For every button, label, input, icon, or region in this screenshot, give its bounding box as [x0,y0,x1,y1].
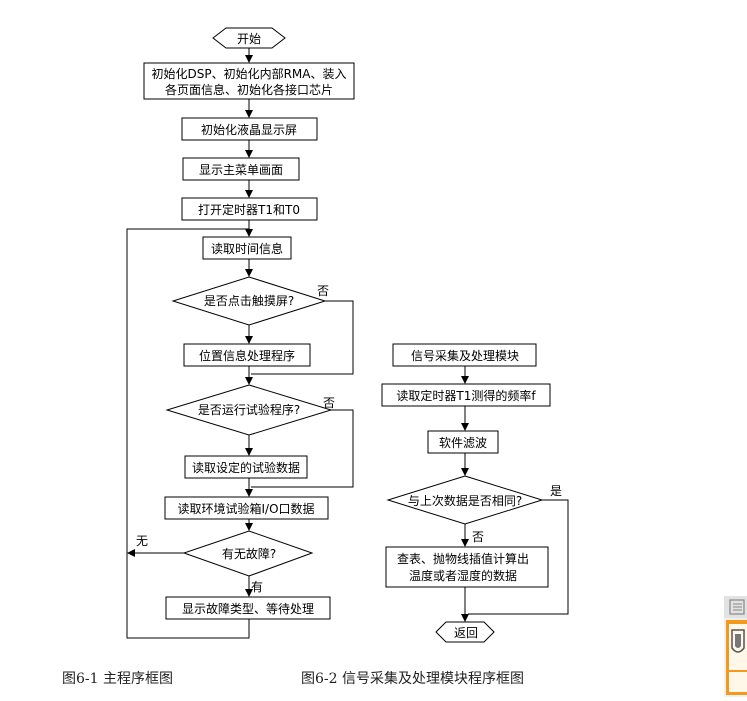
read-io-label: 读取环境试验箱I/O口数据 [177,501,314,516]
lookup-label-line2: 温度或者湿度的数据 [409,568,517,583]
touch-no-label: 否 [317,284,329,298]
side-app-widget[interactable] [724,596,747,697]
run-question: 是否运行试验程序? [198,402,300,417]
pos-proc-label: 位置信息处理程序 [199,348,295,363]
pos-proc-box [183,343,311,367]
read-settings-label: 读取设定的试验数据 [192,460,300,475]
signal-module-text: 信号采集及处理模块 读取定时器T1测得的频率f 软件滤波 与上次数据是否相同? … [396,348,562,640]
start-terminator [212,27,286,49]
read-time-box [202,236,292,260]
start-label: 开始 [237,32,261,46]
lookup-box [385,546,549,588]
module-label: 信号采集及处理模块 [411,348,519,363]
main-program-flowchart [126,27,355,639]
fault-none-label: 无 [136,534,148,548]
read-io-box [164,496,329,520]
filter-box [427,430,499,454]
init-box [143,62,355,100]
run-no-label: 否 [323,396,335,410]
show-menu-box [182,157,300,181]
main-program-text: 开始 初始化DSP、初始化内部RMA、装入 各页面信息、初始化各接口芯片 初始化… [136,32,347,616]
open-timers-label: 打开定时器T1和T0 [198,202,300,217]
touch-question: 是否点击触摸屏? [204,294,294,308]
figure-6-1-caption: 图6-1 主程序框图 [62,671,173,687]
same-question: 与上次数据是否相同? [408,493,522,508]
fault-question: 有无故障? [222,546,276,561]
signal-module-flowchart [381,343,569,643]
lookup-label-line1: 查表、抛物线插值计算出 [397,551,529,566]
init-label-line2: 各页面信息、初始化各接口芯片 [165,82,333,97]
fault-yes-label: 有 [251,580,263,594]
read-time-label: 读取时间信息 [211,241,283,256]
show-fault-box [165,596,331,620]
read-freq-label: 读取定时器T1测得的频率f [396,388,536,403]
same-yes-label: 是 [550,484,562,498]
document-app-icon [729,599,745,615]
show-fault-label: 显示故障类型、等待处理 [182,601,314,616]
figure-6-2-caption: 图6-2 信号采集及处理模块程序框图 [301,671,524,687]
read-settings-box [184,455,308,479]
init-lcd-label: 初始化液晶显示屏 [201,122,297,137]
read-freq-box [381,383,551,407]
init-label-line1: 初始化DSP、初始化内部RMA、装入 [152,66,347,81]
return-label: 返回 [454,626,478,640]
show-menu-label: 显示主菜单画面 [199,163,283,177]
filter-label: 软件滤波 [439,436,487,450]
return-terminator [435,621,495,643]
same-no-label: 否 [472,530,484,544]
